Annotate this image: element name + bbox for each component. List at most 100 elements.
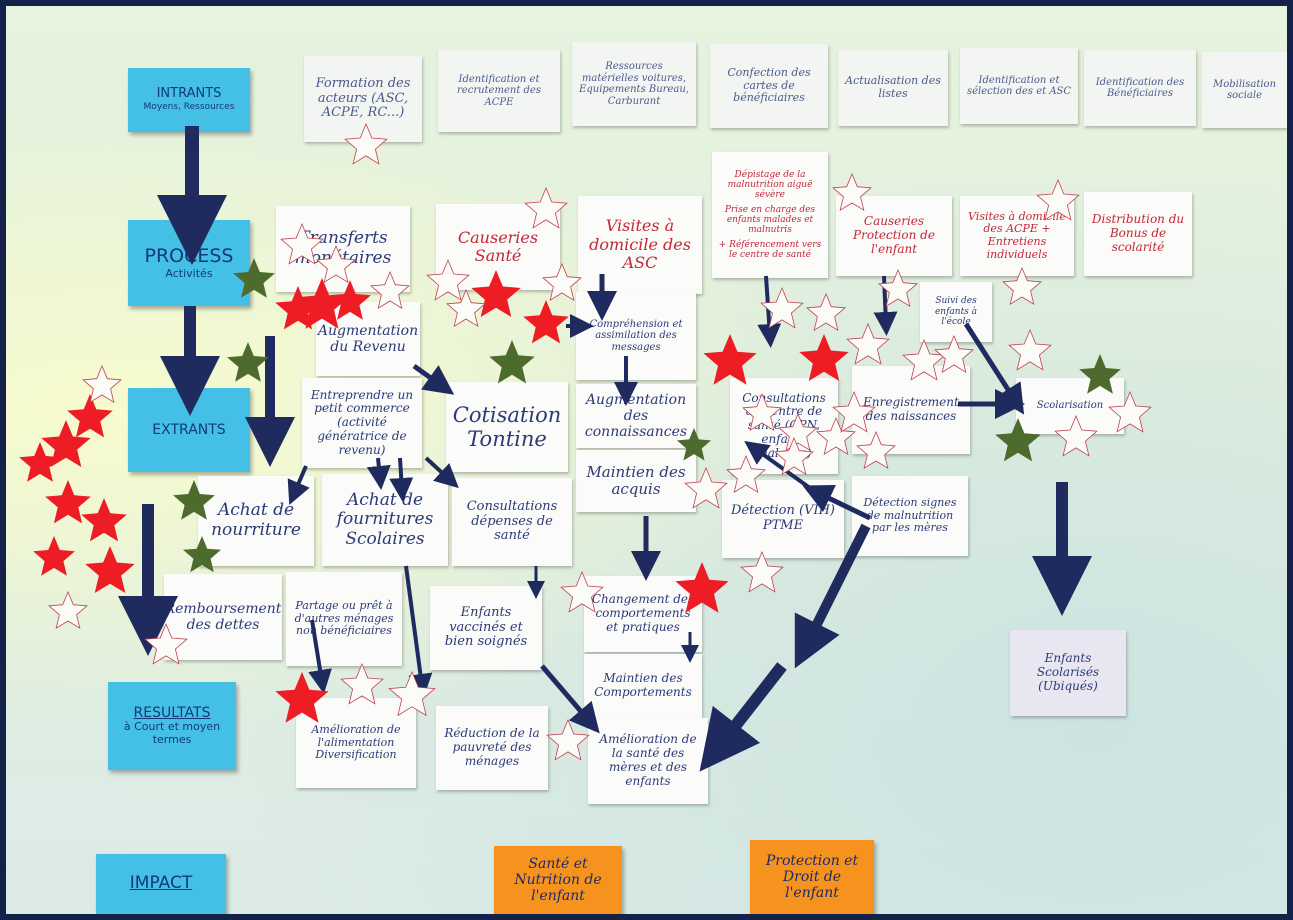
card-confection-cartes: Confection des cartes de bénéficiaires	[710, 44, 828, 128]
red-star-icon	[81, 498, 127, 542]
card-distribution-bonus-text: Distribution du Bonus de scolarité	[1091, 212, 1185, 254]
green-star-icon	[676, 428, 712, 461]
card-impact-protection-droit: Protection et Droit de l'enfant	[750, 840, 874, 914]
card-identification-selection-text: Identification et sélection des et ASC	[966, 74, 1072, 98]
flow-arrow	[424, 456, 459, 489]
card-enfants-scolarises: Enfants Scolarisés (Ubiqués)	[1010, 630, 1126, 716]
card-identification-beneficiaires-text: Identification des Bénéficiaires	[1095, 76, 1185, 100]
card-remboursement-dettes-text: Remboursement des dettes	[164, 600, 282, 633]
label-intrants-title: INTRANTS	[156, 86, 222, 102]
card-reduction-pauvrete: Réduction de la pauvreté des ménages	[436, 706, 548, 790]
paper-star-note-icon	[740, 550, 784, 593]
card-entreprendre-commerce-text: Entreprendre un petit commerce (activité…	[310, 387, 414, 457]
card-amelioration-alimentation-text: Amélioration de l'alimentation Diversifi…	[311, 723, 401, 762]
paper-star-note-icon	[542, 262, 582, 302]
card-transferts-monetaires-text: Transferts monétaires	[294, 228, 392, 268]
paper-star-note-icon	[546, 718, 590, 761]
paper-star-note-icon	[388, 670, 436, 717]
flow-arrow	[744, 441, 812, 490]
label-intrants: INTRANTS Moyens, Ressources	[128, 68, 250, 132]
card-maintien-comportements: Maintien des Comportements	[584, 654, 702, 718]
card-formation-acteurs: Formation des acteurs (ASC, ACPE, RC...)	[304, 56, 422, 142]
label-resultats-subtitle: à Court et moyen termes	[123, 720, 221, 747]
card-remboursement-dettes: Remboursement des dettes	[164, 574, 282, 660]
card-detection-malnutrition-text: Détection signes de malnutrition par les…	[863, 496, 957, 535]
red-star-icon	[67, 394, 113, 438]
flow-arrow	[963, 322, 1025, 415]
card-ressources-materielles: Ressources matérielles voitures, Equipem…	[572, 42, 696, 126]
paper-star-note-icon	[82, 364, 122, 404]
card-identification-beneficiaires: Identification des Bénéficiaires	[1084, 50, 1196, 126]
card-visites-asc-text: Visites à domicile des ASC	[589, 216, 691, 273]
green-star-icon	[227, 342, 269, 382]
red-star-icon	[703, 334, 757, 385]
red-star-icon	[275, 286, 321, 330]
label-impact: IMPACT	[96, 854, 226, 914]
card-mobilisation-sociale-text: Mobilisation sociale	[1212, 78, 1277, 102]
paper-star-note-icon	[742, 392, 782, 432]
card-partage-pret: Partage ou prêt à d'autres ménages non b…	[286, 572, 402, 666]
flow-arrow	[287, 465, 310, 506]
paper-star-note-icon	[344, 122, 388, 165]
photo-of-wall-board: INTRANTS Moyens, Ressources PROCESS Acti…	[6, 6, 1287, 914]
flow-arrow	[366, 457, 391, 490]
flow-arrow	[802, 484, 872, 521]
card-identification-recrutement-text: Identification et recrutement des ACPE	[457, 73, 541, 108]
red-star-icon	[471, 270, 521, 317]
paper-star-note-icon	[144, 622, 188, 665]
card-visites-acpe: Visites à domicile des ACPE + Entretiens…	[960, 196, 1074, 276]
green-star-icon	[995, 418, 1041, 462]
paper-star-note-icon	[316, 244, 356, 284]
card-scolarisation-text: Scolarisation	[1036, 400, 1104, 412]
paper-star-note-icon	[774, 436, 814, 476]
card-amelioration-sante: Amélioration de la santé des mères et de…	[588, 718, 708, 804]
label-intrants-subtitle: Moyens, Ressources	[143, 102, 235, 113]
label-resultats-title: RESULTATS	[133, 705, 211, 722]
card-formation-acteurs-text: Formation des acteurs (ASC, ACPE, RC...)	[315, 75, 411, 121]
card-consultations-depenses: Consultations dépenses de santé	[452, 478, 572, 566]
card-causeries-sante-text: Causeries Santé	[457, 227, 539, 265]
arrows-and-stars-layer	[19, 122, 1152, 772]
card-enfants-vaccines: Enfants vaccinés et bien soignés	[430, 586, 542, 670]
card-changement-comportements-text: Changement des comportements et pratique…	[591, 592, 695, 634]
red-star-icon	[675, 562, 729, 613]
red-star-icon	[45, 480, 91, 524]
card-comprehension-messages: Compréhension et assimilation des messag…	[576, 292, 696, 380]
card-augmentation-revenu-text: Augmentation du Revenu	[317, 322, 419, 355]
paper-star-note-icon	[806, 292, 846, 332]
card-causeries-protection-text: Causeries Protection de l'enfant	[853, 214, 935, 256]
paper-star-note-icon	[524, 186, 568, 229]
paper-star-note-icon	[370, 270, 410, 310]
flow-arrow	[389, 457, 414, 502]
flow-arrow	[404, 565, 433, 698]
card-actualisation-listes: Actualisation des listes	[838, 50, 948, 126]
card-augmentation-connaissances-text: Augmentation des connaissances	[584, 391, 688, 441]
card-referencement-text: + Référencement vers le centre de santé	[718, 239, 822, 261]
paper-star-note-icon	[902, 338, 946, 381]
card-impact-protection-droit-text: Protection et Droit de l'enfant	[765, 852, 859, 902]
paper-star-note-icon	[816, 416, 856, 456]
paper-star-note-icon	[560, 570, 604, 613]
green-star-icon	[1079, 354, 1121, 394]
card-actualisation-listes-text: Actualisation des listes	[845, 74, 941, 100]
card-maintien-comportements-text: Maintien des Comportements	[594, 671, 692, 699]
paper-star-note-icon	[832, 390, 876, 433]
card-reduction-pauvrete-text: Réduction de la pauvreté des ménages	[444, 726, 540, 768]
paper-star-note-icon	[48, 590, 88, 630]
flow-arrow	[699, 662, 787, 772]
card-suivi-ecole: Suivi des enfants à l'école	[920, 282, 992, 342]
paper-star-note-icon	[684, 466, 728, 509]
card-enregistrement-naissances-text: Enregistrement des naissances	[863, 395, 959, 423]
card-entreprendre-commerce: Entreprendre un petit commerce (activité…	[302, 378, 422, 468]
card-causeries-protection: Causeries Protection de l'enfant	[836, 196, 952, 276]
paper-star-note-icon	[726, 454, 766, 494]
card-maintien-acquis: Maintien des acquis	[576, 450, 696, 512]
paper-star-note-icon	[856, 430, 896, 470]
card-visites-asc: Visites à domicile des ASC	[578, 196, 702, 294]
label-resultats: RESULTATS à Court et moyen termes	[108, 682, 236, 770]
paper-star-note-icon	[1008, 328, 1052, 371]
red-star-icon	[41, 420, 91, 467]
paper-star-note-icon	[934, 334, 974, 374]
green-star-icon	[173, 480, 215, 520]
paper-star-note-icon	[340, 662, 384, 705]
